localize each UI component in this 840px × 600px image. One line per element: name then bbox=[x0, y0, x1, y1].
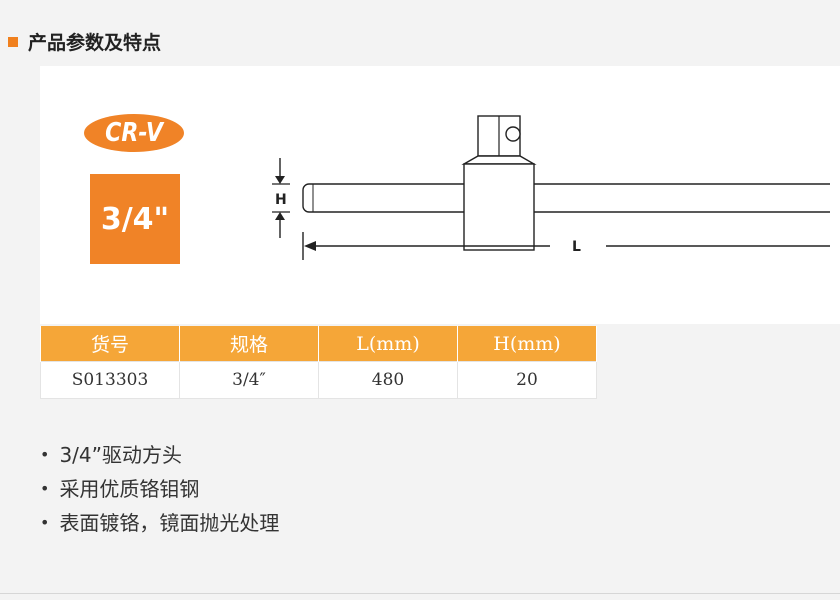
sliding-body-shape bbox=[463, 163, 535, 251]
drive-size-text: 3/4" bbox=[100, 201, 170, 237]
feature-text: 3/4”驱动方头 bbox=[59, 443, 182, 467]
detent-ball-shape bbox=[505, 126, 521, 142]
section-marker-icon bbox=[8, 36, 18, 47]
crv-badge: CR-V bbox=[84, 114, 184, 152]
spec-table: 货号 规格 L(mm) H(mm) S013303 3/4″ 480 20 bbox=[40, 326, 597, 399]
column-header: 规格 bbox=[179, 326, 319, 362]
column-header: H(mm) bbox=[457, 326, 597, 362]
tbar-drawing: H L bbox=[272, 115, 830, 260]
bullet-icon: • bbox=[40, 513, 50, 532]
column-header: 货号 bbox=[40, 326, 180, 362]
table-header-row: 货号 规格 L(mm) H(mm) bbox=[40, 326, 597, 362]
column-header: L(mm) bbox=[318, 326, 458, 362]
section-header: 产品参数及特点 bbox=[8, 28, 161, 55]
bullet-icon: • bbox=[40, 445, 50, 464]
table-row: S013303 3/4″ 480 20 bbox=[40, 361, 597, 399]
crv-badge-text: CR-V bbox=[105, 118, 163, 148]
h-dimension-label: H bbox=[275, 192, 287, 208]
feature-list: • 3/4”驱动方头 • 采用优质铬钼钢 • 表面镀铬，镜面抛光处理 bbox=[40, 438, 279, 540]
bullet-icon: • bbox=[40, 479, 50, 498]
tbar-shaft-shape bbox=[302, 183, 830, 213]
feature-text: 表面镀铬，镜面抛光处理 bbox=[59, 511, 280, 535]
section-title: 产品参数及特点 bbox=[28, 32, 162, 54]
list-item: • 采用优质铬钼钢 bbox=[40, 472, 279, 506]
table-cell: 3/4″ bbox=[179, 361, 319, 399]
list-item: • 表面镀铬，镜面抛光处理 bbox=[40, 506, 279, 540]
table-cell: 20 bbox=[457, 361, 597, 399]
list-item: • 3/4”驱动方头 bbox=[40, 438, 279, 472]
l-dimension-label: L bbox=[572, 239, 581, 255]
table-cell: S013303 bbox=[40, 361, 180, 399]
bottom-divider bbox=[0, 593, 840, 594]
drive-size-box: 3/4" bbox=[90, 174, 180, 264]
feature-text: 采用优质铬钼钢 bbox=[59, 477, 200, 501]
table-cell: 480 bbox=[318, 361, 458, 399]
product-diagram: CR-V 3/4" H L bbox=[40, 66, 840, 324]
